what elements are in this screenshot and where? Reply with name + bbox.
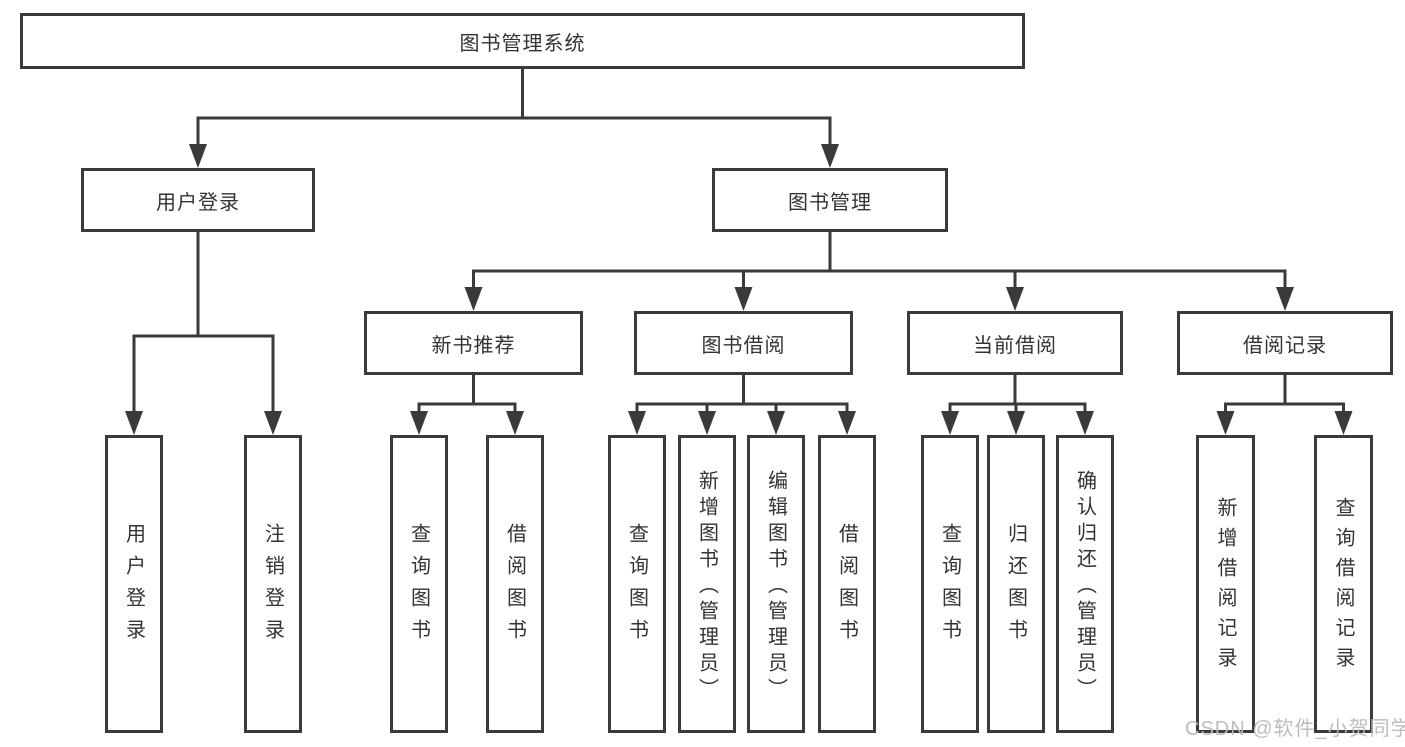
- connector-new-book-rec: [417, 375, 517, 415]
- node-book-mgmt: 图书管理: [712, 168, 948, 232]
- node-leaf-query-book-1: 查询图书: [390, 435, 448, 733]
- node-leaf-borrow-book-1: 借阅图书: [486, 435, 544, 733]
- arrowhead-leaf-edit-book: [767, 411, 785, 435]
- node-book-borrow: 图书借阅: [634, 311, 853, 375]
- node-leaf-query-book-2: 查询图书: [608, 435, 666, 733]
- node-new-book-rec: 新书推荐: [364, 311, 583, 375]
- arrowhead-leaf-query-book-1: [410, 411, 428, 435]
- arrowhead-book-mgmt: [821, 144, 839, 168]
- connector-borrow-records: [1224, 375, 1345, 415]
- arrowhead-borrow-records: [1276, 287, 1294, 311]
- node-leaf-query-record: 查询借阅记录: [1314, 435, 1373, 733]
- node-leaf-add-book: 新增图书（管理员）: [678, 435, 736, 733]
- arrowhead-leaf-confirm-return: [1076, 411, 1094, 435]
- node-leaf-return-book: 归还图书: [987, 435, 1045, 733]
- arrowhead-leaf-add-book: [698, 411, 716, 435]
- node-borrow-records: 借阅记录: [1177, 311, 1393, 375]
- arrowhead-leaf-query-book-3: [941, 411, 959, 435]
- watermark: CSDN @软件_小贺同学: [1185, 718, 1405, 740]
- node-root: 图书管理系统: [20, 13, 1025, 69]
- arrowhead-leaf-logout: [264, 411, 282, 435]
- connector-user-login: [132, 232, 275, 415]
- connector-book-mgmt: [472, 232, 1287, 291]
- arrowhead-leaf-return-book: [1007, 411, 1025, 435]
- arrowhead-current-borrow: [1006, 287, 1024, 311]
- connector-current-borrow: [948, 375, 1087, 415]
- node-current-borrow: 当前借阅: [907, 311, 1123, 375]
- node-leaf-confirm-return: 确认归还（管理员）: [1056, 435, 1114, 733]
- node-user-login: 用户登录: [81, 168, 315, 232]
- arrowhead-leaf-user-login: [125, 411, 143, 435]
- arrowhead-user-login: [189, 144, 207, 168]
- node-leaf-borrow-book-2: 借阅图书: [818, 435, 876, 733]
- connector-book-borrow: [635, 375, 849, 415]
- node-leaf-user-login: 用户登录: [105, 435, 163, 733]
- node-leaf-query-book-3: 查询图书: [921, 435, 979, 733]
- node-leaf-edit-book: 编辑图书（管理员）: [747, 435, 805, 733]
- arrowhead-leaf-add-record: [1216, 411, 1235, 435]
- connector-root: [196, 69, 832, 148]
- arrowhead-leaf-borrow-book-2: [838, 411, 856, 435]
- arrowhead-book-borrow: [734, 287, 753, 311]
- arrowhead-leaf-borrow-book-1: [506, 411, 524, 435]
- node-leaf-logout: 注销登录: [244, 435, 302, 733]
- node-leaf-add-record: 新增借阅记录: [1196, 435, 1255, 733]
- arrowhead-new-book-rec: [464, 287, 483, 311]
- arrowhead-leaf-query-book-2: [628, 411, 646, 435]
- arrowhead-leaf-query-record: [1334, 411, 1353, 435]
